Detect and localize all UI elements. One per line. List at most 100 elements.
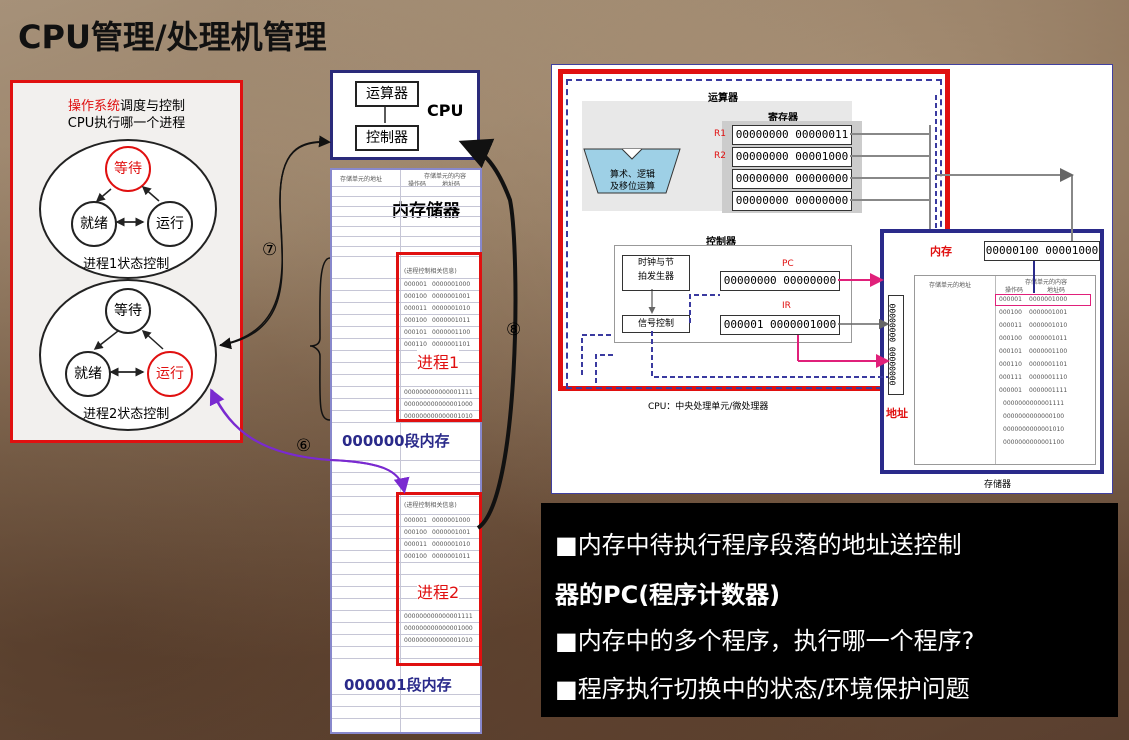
p1-op-1: 000100	[404, 293, 427, 300]
store-adr-7: 0000001111	[1029, 387, 1068, 394]
ir-label: IR	[782, 301, 791, 311]
proc1-ready-state: 就绪	[71, 201, 117, 247]
store-adr-10: 0000000000001010	[1003, 426, 1065, 433]
alu-label-1: 算术、逻辑	[610, 170, 656, 180]
bullet-mark-3: ■	[555, 675, 578, 703]
store-adr-9: 0000000000000100	[1003, 413, 1065, 420]
p1-op-3: 000100	[404, 317, 427, 324]
store-hdr-content: 存储单元的内容	[1025, 279, 1068, 286]
proc1-run-state: 运行	[147, 201, 193, 247]
clock-label-2: 拍发生器	[637, 272, 674, 282]
slide-title: CPU管理/处理机管理	[18, 18, 327, 56]
bullet-text-3: 内存中的多个程序，执行哪一个程序?	[577, 627, 975, 655]
p1-adr-8: 000000000000001000	[404, 401, 473, 408]
store-op-2: 000011	[999, 322, 1022, 329]
store-hdr-adr: 地址码	[1047, 287, 1066, 294]
address-label: 地址	[886, 407, 908, 420]
p1-adr-9: 000000000000001010	[404, 413, 473, 420]
p1-op-2: 000011	[404, 305, 427, 312]
bullet-2: ■内存中的多个程序，执行哪一个程序?	[555, 621, 974, 656]
clock-label-1: 时钟与节	[637, 258, 674, 268]
p2-op-2: 000011	[404, 541, 427, 548]
p1-adr-7: 000000000000001111	[404, 389, 473, 396]
proc1-label: 进程1状态控制	[83, 257, 170, 272]
register-r4: 00000000 00000000	[732, 191, 852, 211]
segment-0-label: 000000段内存	[342, 432, 450, 450]
p2-adr-0: 0000001000	[432, 517, 471, 524]
mem-register: 00000100 00001000	[984, 241, 1100, 261]
mem-hdr-adr: 地址码	[442, 181, 461, 188]
cpu-internal-arrows	[384, 107, 386, 123]
p2-op-1: 000100	[404, 529, 427, 536]
store-op-0: 000001	[999, 296, 1022, 303]
store-op-7: 000001	[999, 387, 1022, 394]
process-state-panel: 操作系统调度与控制 CPU执行哪一个进程 等待 就绪 运行 进程1状态控制 等待…	[10, 80, 243, 443]
bullet-mark-1: ■	[555, 531, 578, 559]
process2-region: 进程2	[396, 492, 482, 666]
marker-8: ⑧	[506, 320, 522, 340]
panel-caption-line2: CPU执行哪一个进程	[67, 116, 186, 131]
store-adr-0: 0000001000	[1029, 296, 1068, 303]
p2-header: (进程控制相关信息)	[404, 502, 457, 509]
bullet-text-2: 器的PC(程序计数器)	[555, 581, 781, 609]
mem-register-label: 内存	[930, 245, 952, 258]
cpu-label: CPU	[427, 101, 464, 120]
p2-adr-2: 0000001010	[432, 541, 471, 548]
p1-adr-0: 0000001000	[432, 281, 471, 288]
p1-adr-4: 0000001100	[432, 329, 471, 336]
bullet-3: ■程序执行切换中的状态/环境保护问题	[555, 669, 970, 704]
bus-arrows	[581, 95, 1074, 383]
process1-label: 进程1	[417, 349, 460, 373]
control-unit: 控制器	[355, 125, 419, 151]
store-op-1: 000100	[999, 309, 1022, 316]
control-title: 控制器	[706, 237, 736, 248]
p1-header: (进程控制相关信息)	[404, 268, 457, 275]
p2-adr-7: 000000000000001000	[404, 625, 473, 632]
p2-adr-1: 0000001001	[432, 529, 471, 536]
caption-os: 操作系统	[67, 99, 120, 114]
ir-register: 000001 0000001000	[720, 315, 840, 335]
alu-title: 运算器	[708, 93, 738, 104]
process1-region: 进程1	[396, 252, 482, 422]
process2-label: 进程2	[417, 579, 460, 603]
p1-adr-5: 0000001101	[432, 341, 471, 348]
cpu-caption: CPU：中央处理单元/微处理器	[648, 402, 769, 412]
marker-6: ⑥	[296, 436, 312, 456]
store-op-3: 000100	[999, 335, 1022, 342]
clock-generator: 时钟与节 拍发生器	[622, 255, 690, 291]
store-adr-2: 0000001010	[1029, 322, 1068, 329]
cpu-architecture-diagram: 运算器 寄存器 00000000 00000011 00000000 00001…	[551, 64, 1113, 494]
r2-label: R2	[714, 151, 726, 161]
store-adr-3: 0000001011	[1029, 335, 1068, 342]
store-op-5: 000110	[999, 361, 1022, 368]
pc-register: 00000000 00000000	[720, 271, 840, 291]
panel-caption: 操作系统调度与控制	[13, 95, 240, 114]
p2-adr-8: 000000000000001010	[404, 637, 473, 644]
memory-column: 存储单元的地址 存储单元的内容 操作码 地址码 内存储器 (进程控制相关信息) …	[330, 168, 482, 734]
store-adr-8: 0000000000001111	[1003, 400, 1065, 407]
store-adr-1: 0000001001	[1029, 309, 1068, 316]
state-arrows	[93, 186, 164, 377]
bullet-1: ■内存中待执行程序段落的地址送控制	[555, 525, 962, 560]
p2-op-0: 000001	[404, 517, 427, 524]
store-hdr-op: 操作码	[1005, 287, 1024, 294]
p1-op-5: 000110	[404, 341, 427, 348]
caption-rest: 调度与控制	[120, 99, 186, 114]
address-register: 00000000 00000000	[887, 295, 904, 395]
proc2-wait-state: 等待	[105, 288, 151, 334]
register-title: 寄存器	[768, 113, 798, 124]
p1-op-4: 000101	[404, 329, 427, 336]
store-adr-11: 0000000000001100	[1003, 439, 1065, 446]
store-hdr-addr: 存储单元的地址	[929, 282, 972, 289]
proc2-run-state: 运行	[147, 351, 193, 397]
p2-op-3: 000100	[404, 553, 427, 560]
register-r2: 00000000 00001000	[732, 147, 852, 167]
segment-1-label: 000001段内存	[344, 676, 452, 694]
cpu-box: 运算器 控制器 CPU	[330, 70, 480, 160]
bullet-1-continued: 器的PC(程序计数器)	[555, 575, 780, 610]
store-adr-4: 0000001100	[1029, 348, 1068, 355]
marker-7: ⑦	[262, 240, 278, 260]
alu-label-2: 及移位运算	[610, 182, 656, 192]
p1-adr-3: 0000001011	[432, 317, 471, 324]
